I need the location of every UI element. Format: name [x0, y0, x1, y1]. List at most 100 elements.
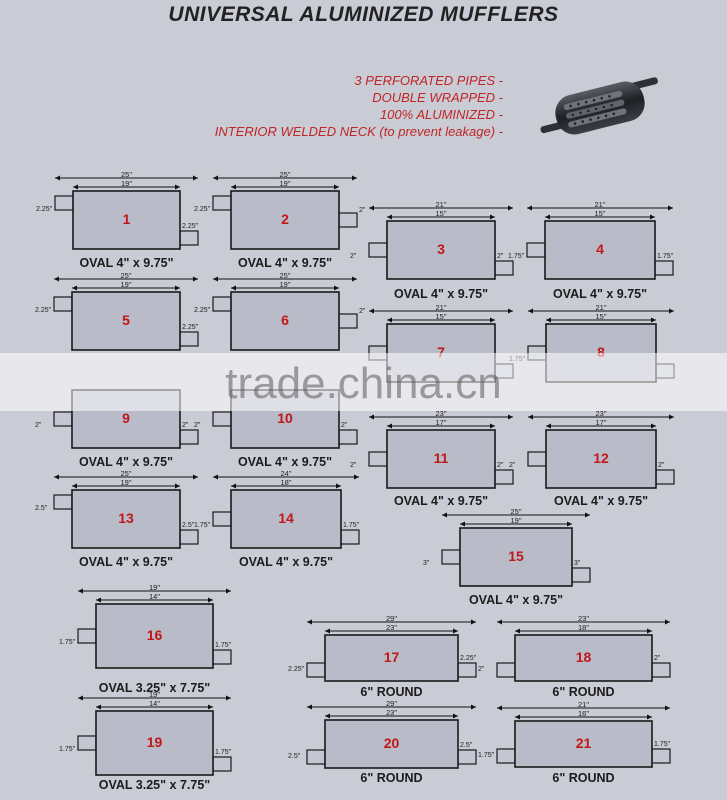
outlet-diameter-label: 2" — [654, 655, 661, 662]
inlet-diameter-label: 1.75" — [508, 253, 525, 260]
feature-item: 3 PERFORATED PIPES - — [354, 73, 503, 88]
outlet-pipe — [212, 756, 232, 772]
muffler-number: 21 — [575, 735, 592, 751]
overall-length-label: 23" — [577, 614, 589, 623]
outlet-pipe — [654, 260, 674, 276]
muffler-size-caption: 6" ROUND — [360, 771, 423, 785]
inlet-diameter-label: 2.25" — [36, 206, 53, 213]
outlet-pipe — [457, 749, 477, 765]
inlet-pipe — [496, 748, 516, 764]
inlet-diameter-label: 2.5" — [35, 505, 48, 512]
body-length-label: 17" — [435, 418, 447, 427]
outlet-pipe — [651, 662, 671, 678]
body-length-label: 18" — [577, 623, 589, 632]
outlet-pipe — [338, 429, 358, 445]
body-length-label: 14" — [148, 699, 160, 708]
inlet-pipe — [53, 494, 73, 510]
muffler-number: 8 — [597, 344, 605, 360]
overall-length-label: 23" — [595, 409, 607, 418]
body-length-label: 19" — [120, 179, 132, 188]
feature-list: 3 PERFORATED PIPES - DOUBLE WRAPPED - 10… — [215, 72, 503, 140]
inlet-pipe — [54, 195, 74, 211]
muffler-number: 11 — [433, 450, 449, 466]
overall-length-label: 21" — [435, 200, 447, 209]
outlet-diameter-label: 2.5" — [182, 522, 195, 529]
muffler-size-caption: OVAL 4" x 9.75" — [237, 256, 333, 270]
inlet-pipe — [77, 735, 97, 751]
body-length-label: 15" — [594, 209, 606, 218]
outlet-pipe — [340, 529, 360, 545]
outlet-pipe — [338, 313, 358, 329]
muffler-number: 5 — [122, 312, 130, 328]
body-length-label: 19" — [120, 280, 132, 289]
outlet-pipe — [179, 429, 199, 445]
body-length-label: 15" — [595, 312, 607, 321]
page-title: UNIVERSAL ALUMINIZED MUFFLERS — [168, 3, 559, 26]
outlet-diameter-label: 2.5" — [460, 742, 473, 749]
outlet-diameter-label: 1.75" — [343, 522, 360, 529]
overall-length-label: 19" — [148, 690, 160, 699]
muffler-number: 10 — [277, 410, 293, 426]
inlet-pipe — [212, 511, 232, 527]
muffler-number: 6 — [281, 312, 289, 328]
inlet-pipe — [368, 451, 388, 467]
body-length-label: 23" — [385, 708, 397, 717]
inlet-pipe — [527, 451, 547, 467]
inlet-pipe — [526, 242, 546, 258]
inlet-pipe — [212, 195, 232, 211]
outlet-diameter-label: 2.25" — [182, 324, 199, 331]
overall-length-label: 21" — [595, 303, 607, 312]
overall-length-label: 21" — [594, 200, 606, 209]
inlet-diameter-label: 2" — [350, 253, 357, 260]
muffler-number: 3 — [437, 241, 445, 257]
outlet-diameter-label: 2" — [359, 308, 366, 315]
muffler-number: 17 — [383, 649, 400, 665]
overall-length-label: 24" — [280, 469, 292, 478]
muffler-number: 1 — [122, 211, 131, 227]
muffler-size-caption: OVAL 4" x 9.75" — [79, 256, 174, 270]
inlet-diameter-label: 1.75" — [194, 522, 211, 529]
muffler-size-caption: OVAL 4" x 9.75" — [552, 287, 648, 301]
outlet-pipe — [338, 212, 358, 228]
outlet-diameter-label: 1.75" — [654, 741, 671, 748]
body-length-label: 15" — [435, 312, 447, 321]
outlet-pipe — [457, 662, 477, 678]
outlet-diameter-label: 2.25" — [460, 655, 477, 662]
muffler-number: 14 — [278, 510, 294, 526]
muffler-number: 2 — [281, 211, 289, 227]
inlet-pipe — [53, 296, 73, 312]
inlet-pipe — [441, 549, 461, 565]
muffler-number: 19 — [146, 734, 163, 750]
overall-length-label: 29" — [385, 614, 397, 623]
body-length-label: 17" — [595, 418, 607, 427]
inlet-pipe — [306, 662, 326, 678]
outlet-diameter-label: 2" — [359, 207, 366, 214]
outlet-pipe — [655, 469, 675, 485]
inlet-diameter-label: 2.5" — [288, 753, 301, 760]
body-length-label: 18" — [280, 478, 292, 487]
muffler-size-caption: 6" ROUND — [360, 685, 423, 699]
feature-item: 100% ALUMINIZED - — [379, 107, 503, 122]
muffler-number: 18 — [575, 649, 592, 665]
muffler-number: 16 — [146, 627, 163, 643]
outlet-diameter-label: 3" — [574, 560, 581, 567]
overall-length-label: 19" — [148, 583, 160, 592]
feature-item: DOUBLE WRAPPED - — [372, 90, 503, 105]
inlet-pipe — [212, 411, 232, 427]
watermark-band: trade.china.cn — [0, 353, 727, 411]
overall-length-label: 25" — [120, 271, 132, 280]
muffler-size-caption: OVAL 4" x 9.75" — [553, 494, 649, 508]
overall-length-label: 25" — [279, 271, 291, 280]
outlet-pipe — [179, 331, 199, 347]
outlet-diameter-label: 2" — [182, 422, 189, 429]
outlet-pipe — [494, 469, 514, 485]
overall-length-label: 25" — [120, 469, 132, 478]
inlet-diameter-label: 2" — [478, 666, 485, 673]
muffler-number: 4 — [596, 241, 604, 257]
outlet-diameter-label: 2" — [497, 462, 504, 469]
muffler-size-caption: OVAL 4" x 9.75" — [393, 494, 489, 508]
inlet-diameter-label: 2" — [194, 422, 201, 429]
inlet-diameter-label: 2.25" — [35, 307, 52, 314]
outlet-diameter-label: 2" — [341, 422, 348, 429]
inlet-diameter-label: 2" — [350, 462, 357, 469]
